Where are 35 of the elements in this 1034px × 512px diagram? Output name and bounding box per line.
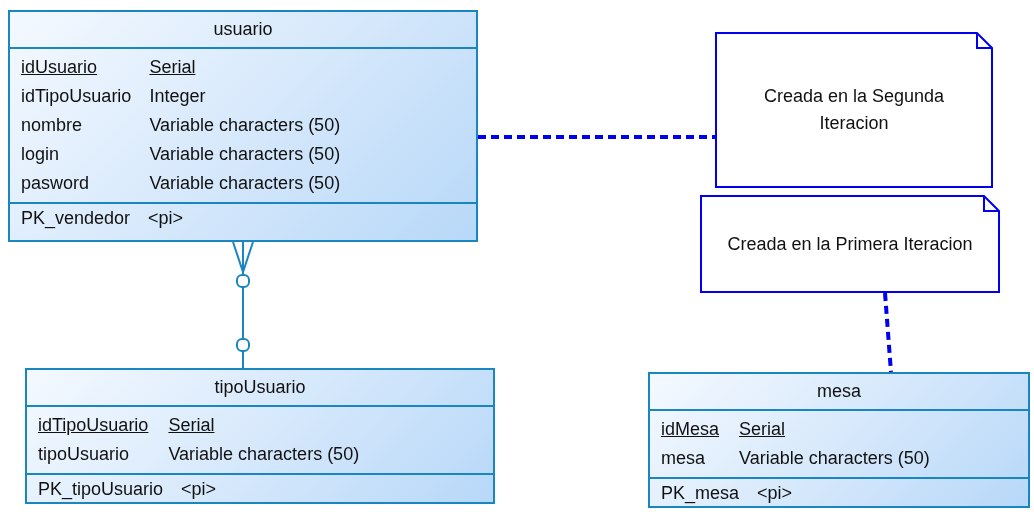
key-tag: <pi>	[148, 208, 184, 229]
column-name: mesa	[661, 448, 705, 469]
note-text: Creada en la Primera Iteracion	[727, 232, 973, 256]
column-name: idTipoUsuario	[38, 415, 149, 436]
note-link-line	[478, 135, 715, 139]
key-tag: <pi>	[757, 483, 793, 504]
column-type: Variable characters (50)	[149, 115, 341, 136]
column-name: login	[21, 144, 60, 165]
column-name: nombre	[21, 115, 83, 136]
entity-table	[648, 372, 1030, 508]
table-title: mesa	[817, 381, 861, 402]
key-name: PK_mesa	[661, 483, 740, 504]
key-name: PK_tipoUsuario	[38, 479, 164, 500]
column-type: Serial	[149, 57, 196, 78]
column-type: Integer	[149, 86, 206, 107]
column-name: idTipoUsuario	[21, 86, 132, 107]
table-title: tipoUsuario	[214, 377, 306, 398]
table-title: usuario	[213, 19, 273, 40]
column-type: Serial	[168, 415, 215, 436]
entity-table	[25, 368, 495, 504]
column-name: pasword	[21, 173, 90, 194]
column-type: Variable characters (50)	[739, 448, 930, 469]
column-type: Variable characters (50)	[168, 444, 360, 465]
key-name: PK_vendedor	[21, 208, 131, 229]
column-name: idMesa	[661, 419, 720, 440]
entity-table	[8, 10, 478, 242]
key-tag: <pi>	[181, 479, 217, 500]
column-name: tipoUsuario	[38, 444, 130, 465]
column-name: idUsuario	[21, 57, 98, 78]
note-text: Creada en la Segunda Iteracion	[762, 85, 946, 135]
column-type: Variable characters (50)	[149, 173, 341, 194]
relationship-line	[232, 241, 254, 369]
column-type: Serial	[739, 419, 786, 440]
note-link-line	[883, 292, 893, 373]
column-type: Variable characters (50)	[149, 144, 341, 165]
